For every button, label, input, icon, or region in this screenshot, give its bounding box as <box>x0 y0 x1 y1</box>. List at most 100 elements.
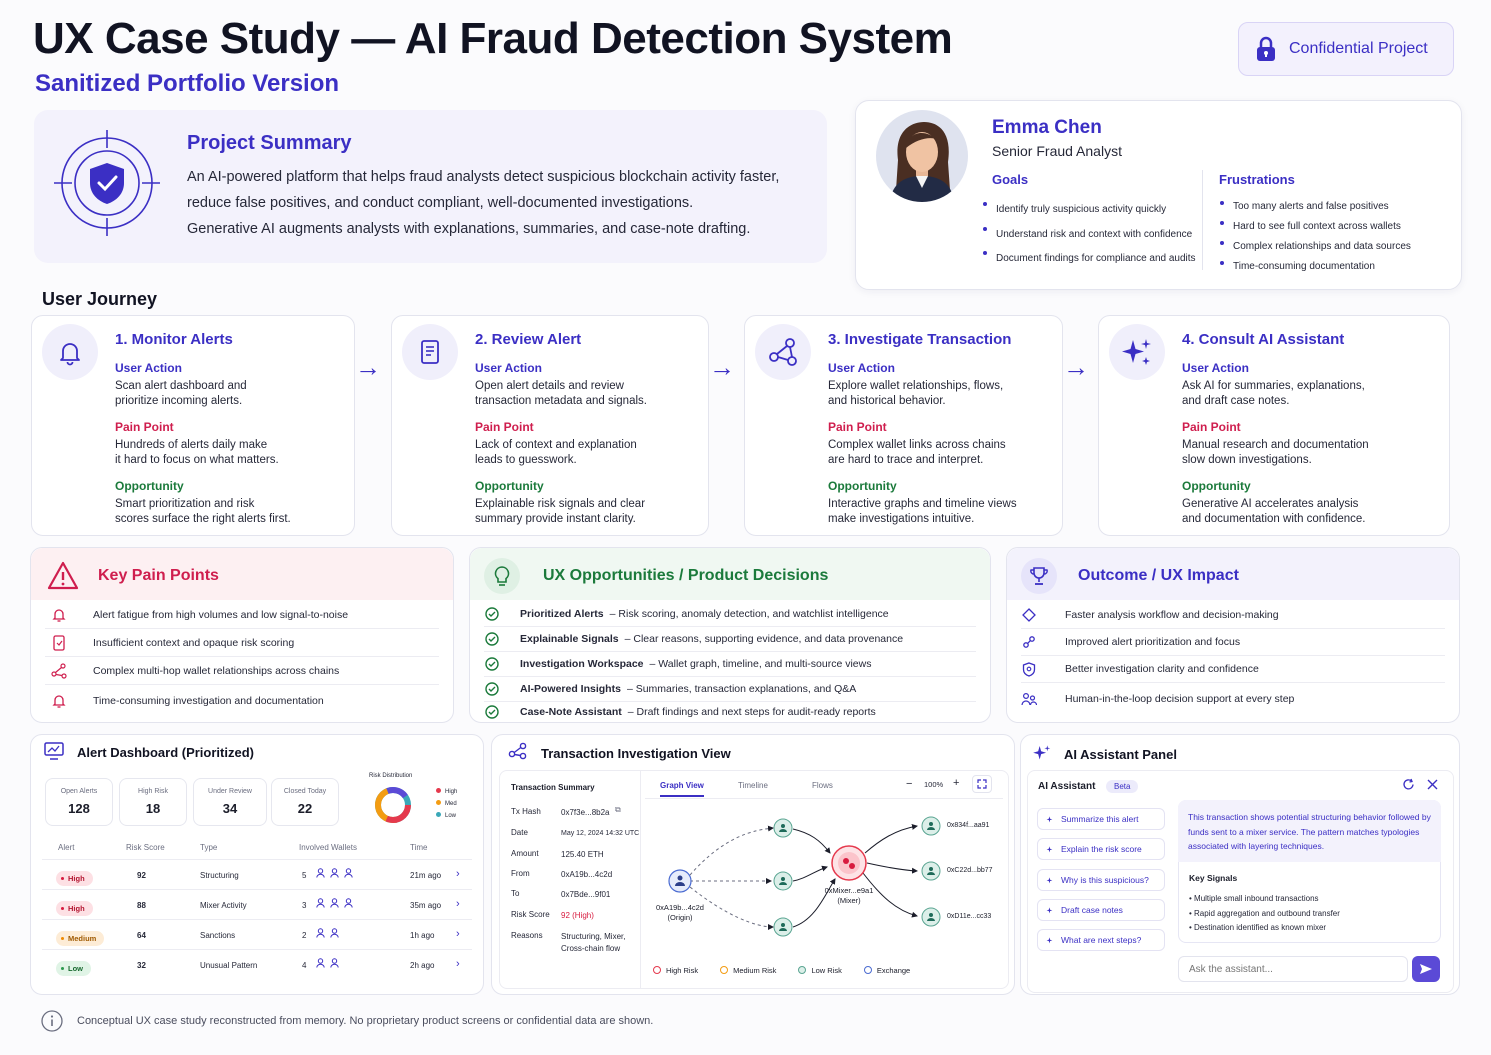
signal-text: Rapid aggregation and outbound transfer <box>1194 908 1340 918</box>
check-circle-icon <box>484 682 500 696</box>
ai-assistant-panel <box>1020 734 1460 995</box>
fullscreen-button[interactable] <box>972 775 992 793</box>
chevron-right-icon[interactable]: › <box>456 958 460 970</box>
assistant-input[interactable] <box>1178 956 1408 982</box>
list-item: Prioritized Alerts– Risk scoring, anomal… <box>484 602 976 627</box>
arrow-right-icon: → <box>355 352 381 382</box>
risk-score: 88 <box>137 901 146 910</box>
section-header <box>470 548 990 600</box>
user-icon <box>330 868 339 878</box>
network-icon <box>45 663 73 679</box>
user-icon <box>344 898 353 908</box>
column-header[interactable]: Type <box>200 843 218 852</box>
pain-point-label: Pain Point <box>115 420 174 434</box>
key-pain-points-card: Key Pain Points Alert fatigue from high … <box>30 547 454 723</box>
field-label: To <box>511 889 520 898</box>
intermediate-node[interactable] <box>773 917 793 937</box>
origin-node[interactable] <box>668 869 692 893</box>
close-icon[interactable] <box>1427 779 1438 790</box>
warning-icon <box>45 558 81 594</box>
send-button[interactable] <box>1412 956 1440 982</box>
signal-text: Multiple small inbound transactions <box>1194 894 1319 903</box>
output-label: 0xD11e...cc33 <box>947 913 992 920</box>
section-title: Outcome / UX Impact <box>1078 567 1239 584</box>
page-title: UX Case Study — AI Fraud Detection Syste… <box>33 14 953 63</box>
column-header[interactable]: Time <box>410 843 428 852</box>
chip-label: Why is this suspicious? <box>1061 875 1149 885</box>
step-title: 2. Review Alert <box>475 331 582 348</box>
output-node[interactable] <box>921 816 941 836</box>
column-header[interactable]: Involved Wallets <box>299 843 357 852</box>
list-item: Insufficient context and opaque risk sco… <box>45 630 439 657</box>
column-header[interactable]: Alert <box>58 843 75 852</box>
opportunity-text: Smart prioritization and risk scores sur… <box>115 498 291 525</box>
chevron-right-icon[interactable]: › <box>456 898 460 910</box>
suggestion-chip[interactable]: What are next steps? <box>1037 929 1165 951</box>
suggestion-chip[interactable]: Draft case notes <box>1037 899 1165 921</box>
mixer-node[interactable] <box>831 845 867 881</box>
alert-type: Structuring <box>200 871 239 880</box>
bell-icon <box>42 324 98 380</box>
sparkle-icon <box>1046 906 1053 913</box>
pain-point-text: Insufficient context and opaque risk sco… <box>93 637 295 649</box>
journey-step-4: 4. Consult AI Assistant User Action Ask … <box>1098 315 1450 536</box>
alert-time: 2h ago <box>410 961 435 970</box>
refresh-icon[interactable] <box>1402 778 1415 791</box>
suggestion-chip[interactable]: Why is this suspicious? <box>1037 869 1165 891</box>
output-label: 0xC22d...bb77 <box>947 867 993 874</box>
info-icon <box>41 1010 63 1032</box>
frustration-item: Time-consuming documentation <box>1220 257 1411 277</box>
risk-badge: Medium <box>56 931 105 946</box>
opportunity-text: – Wallet graph, timeline, and multi-sour… <box>649 658 872 670</box>
output-node[interactable] <box>921 861 941 881</box>
divider <box>645 798 1003 799</box>
sparkle-icon <box>1046 845 1053 852</box>
summary-line: reduce false positives, and conduct comp… <box>187 195 694 211</box>
output-node[interactable] <box>921 907 941 927</box>
frustration-item: Too many alerts and false positives <box>1220 197 1411 217</box>
tab-flows[interactable]: Flows <box>812 781 833 790</box>
legend-label: Med <box>445 801 457 807</box>
zoom-out-button[interactable]: − <box>906 778 913 790</box>
link-icon <box>1021 635 1037 649</box>
chevron-right-icon[interactable]: › <box>456 868 460 880</box>
summary-line: Generative AI augments analysts with exp… <box>187 221 751 237</box>
tab-graph-view[interactable]: Graph View <box>660 781 704 797</box>
wallet-graph[interactable] <box>645 805 1005 960</box>
user-icon <box>330 898 339 908</box>
suggestion-chip[interactable]: Explain the risk score <box>1037 838 1165 860</box>
intermediate-node[interactable] <box>773 818 793 838</box>
pain-point-text: Hundreds of alerts daily make it hard to… <box>115 439 279 466</box>
user-action-label: User Action <box>115 361 182 375</box>
intermediate-node[interactable] <box>773 871 793 891</box>
footer-text: Conceptual UX case study reconstructed f… <box>77 1015 654 1027</box>
opportunity-title: Explainable Signals <box>520 633 619 645</box>
mixer-label: 0xMixer...e9a1 (Mixer) <box>824 886 874 905</box>
check-circle-icon <box>484 632 500 646</box>
sparkles-icon <box>1033 745 1051 760</box>
key-signals-list: • Multiple small inbound transactions • … <box>1189 892 1340 936</box>
risk-badge: High <box>56 901 93 916</box>
document-icon <box>45 635 73 651</box>
pain-point-text: Complex multi-hop wallet relationships a… <box>93 665 340 677</box>
zoom-in-button[interactable]: + <box>953 777 960 789</box>
wallet-icons <box>316 958 339 968</box>
copy-icon[interactable]: ⧉ <box>615 805 621 814</box>
tab-timeline[interactable]: Timeline <box>738 781 768 790</box>
suggestion-chip[interactable]: Summarize this alert <box>1037 808 1165 830</box>
stat-label: Closed Today <box>283 788 327 795</box>
column-header[interactable]: Risk Score <box>126 843 165 852</box>
monitor-icon <box>44 742 64 760</box>
opportunity-title: Investigation Workspace <box>520 658 644 670</box>
check-circle-icon <box>484 657 500 671</box>
goals-list: Identify truly suspicious activity quick… <box>983 198 1196 272</box>
chevron-right-icon[interactable]: › <box>456 928 460 940</box>
